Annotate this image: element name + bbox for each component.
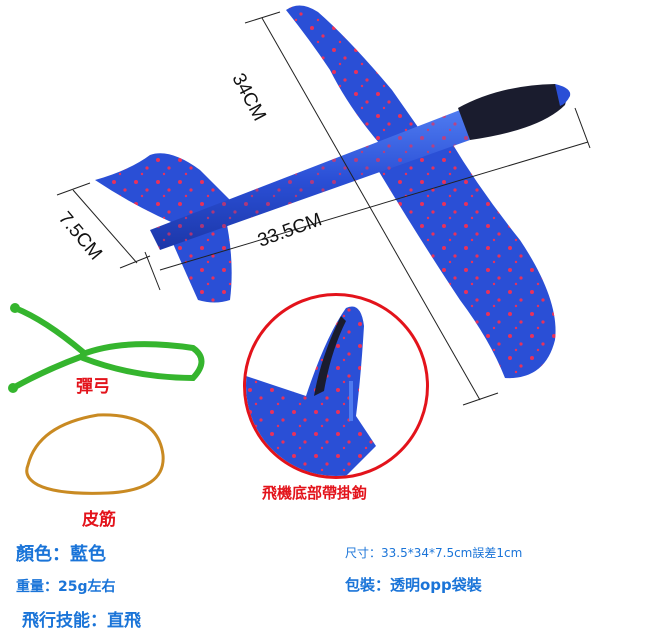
spec-flight-skill: 飛行技能：直飛 — [22, 611, 141, 631]
spec-weight: 重量：25g左右 — [16, 579, 116, 595]
spec-size: 尺寸：33.5*34*7.5cm誤差1cm — [345, 546, 523, 560]
slingshot-image — [8, 303, 205, 393]
slingshot-label: 彈弓 — [76, 377, 110, 397]
hook-detail-image — [243, 293, 429, 479]
hook-detail-label: 飛機底部帶掛鉤 — [262, 484, 368, 502]
spec-packaging: 包裝：透明opp袋裝 — [345, 576, 482, 594]
spec-color: 顏色：藍色 — [16, 544, 106, 565]
rubber-band-image — [25, 413, 165, 495]
airplane-image — [56, 5, 591, 406]
rubber-band-label: 皮筋 — [82, 510, 116, 530]
